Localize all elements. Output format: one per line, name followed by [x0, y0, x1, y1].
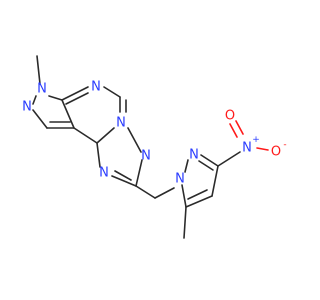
atom-n1-pyrazole-b: N: [175, 172, 185, 187]
molecule-structure-diagram: N N N N N N N N N + O O -: [22, 55, 287, 239]
bond-n2-n1: [32, 95, 37, 105]
bond-c2t-ch2: [135, 185, 156, 199]
bond-nnitro-o-single: [256, 147, 269, 151]
atom-o-nitro-single: O: [271, 145, 281, 160]
bond-c7a-n7-double: [65, 92, 89, 105]
atom-n-nitro: N: [242, 141, 252, 156]
bond-c9b-n6: [96, 127, 115, 144]
bond-n1p-n2p: [184, 159, 189, 173]
atom-n6-bridge: N: [116, 116, 126, 131]
bond-nnitro-o-double-2: [235, 120, 244, 135]
bonds: [32, 55, 269, 239]
atom-n1-methyl: N: [37, 82, 47, 97]
bond-c3-n2: [32, 109, 48, 129]
bond-ch2-n1p: [154, 187, 175, 199]
bond-c3p-c4p: [211, 165, 219, 197]
bond-c7a-n7: [61, 86, 89, 101]
bond-c3p-nnitro: [217, 151, 241, 167]
bond-n6-n1t: [127, 127, 142, 153]
atom-n2-pyrazole-b: N: [189, 148, 199, 163]
bond-c5p-methyl: [183, 206, 187, 239]
atom-n-triazole-4: N: [99, 166, 109, 181]
atom-labels: N N N N N N N N N + O O -: [22, 80, 286, 187]
bond-n1t-c2t: [135, 159, 143, 187]
bond-c7a-c3a: [61, 99, 75, 129]
bond-c4p-c5p: [185, 195, 213, 208]
bond-n1-c7a: [48, 95, 63, 101]
bond-c2t-n3t: [111, 175, 137, 187]
bond-c4p-c5p-double: [187, 189, 208, 200]
bond-n2p-c3p-double: [198, 160, 214, 171]
atom-n2-pyrazole: N: [22, 100, 32, 115]
bond-c2t-n3t-double: [114, 170, 132, 181]
bond-n3t-c9b: [96, 142, 101, 168]
atom-n-triazole-2: N: [141, 149, 151, 164]
bond-methyl-n1: [36, 55, 41, 85]
atom-o-nitro-double: O: [225, 109, 235, 124]
bond-c5p-n1p: [181, 184, 187, 208]
bond-c3a-c9b: [73, 127, 98, 144]
bond-n2p-c3p: [200, 154, 219, 167]
bond-nnitro-o-double: [229, 123, 238, 138]
atom-n7-pyrimidine: N: [91, 80, 101, 95]
bond-n7-c5: [103, 86, 121, 98]
atom-o-nitro-charge: -: [283, 140, 286, 150]
atom-n-nitro-charge: +: [252, 135, 260, 145]
